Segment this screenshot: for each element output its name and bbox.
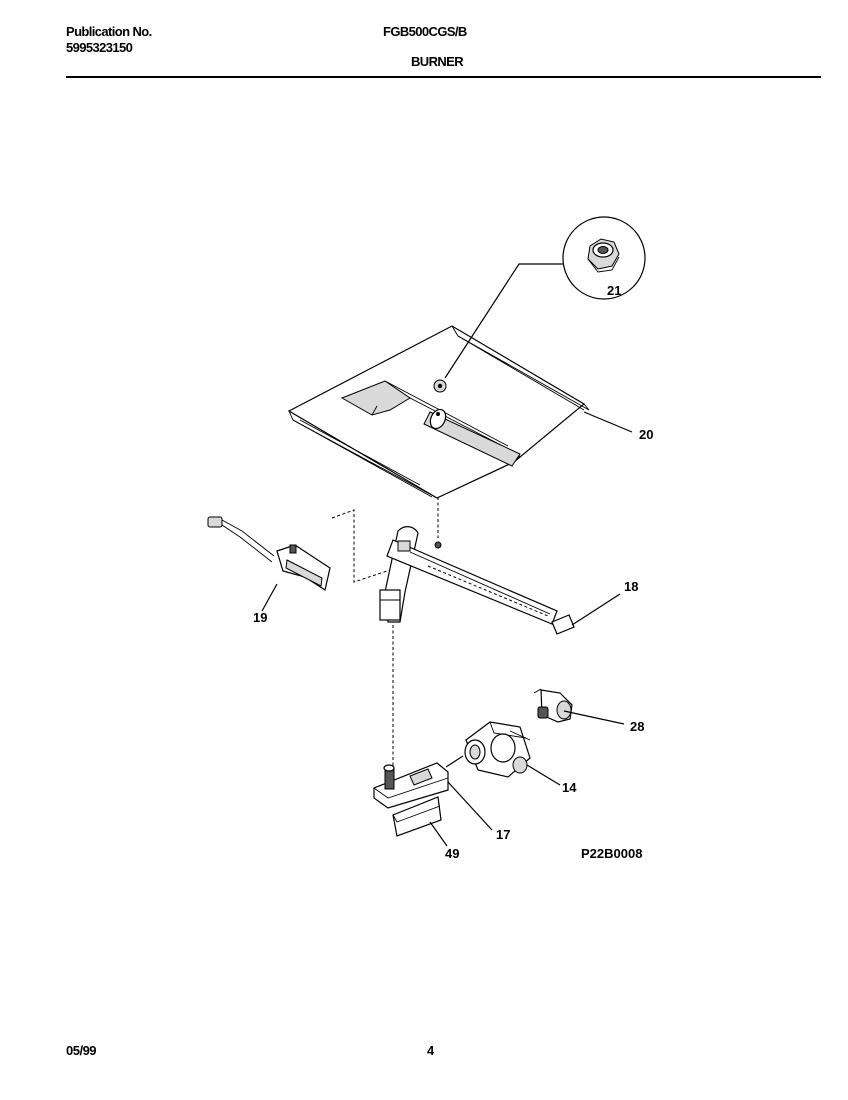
orifice-fitting — [533, 688, 573, 723]
publication-label: Publication No. — [66, 24, 152, 39]
model-number: FGB500CGS/B — [383, 24, 467, 39]
label-14: 14 — [562, 780, 577, 795]
nut-detail-callout: 21 — [444, 216, 646, 379]
label-49: 49 — [445, 846, 459, 861]
mounting-clip — [392, 796, 442, 837]
footer-date: 05/99 — [66, 1043, 97, 1058]
igniter — [207, 516, 331, 591]
section-title: BURNER — [411, 54, 464, 69]
label-19: 19 — [253, 610, 267, 625]
drawing-id: P22B0008 — [581, 846, 642, 861]
publication-number: 5995323150 — [66, 40, 133, 55]
label-17: 17 — [496, 827, 510, 842]
label-18: 18 — [624, 579, 638, 594]
burner-tube — [379, 526, 575, 635]
label-28: 28 — [630, 719, 644, 734]
label-20: 20 — [639, 427, 653, 442]
label-21: 21 — [607, 283, 621, 298]
burner-baffle — [287, 325, 590, 499]
burner-bracket — [373, 762, 449, 809]
header-rule — [66, 76, 821, 78]
page-number: 4 — [427, 1043, 435, 1058]
pressure-regulator — [464, 721, 531, 778]
